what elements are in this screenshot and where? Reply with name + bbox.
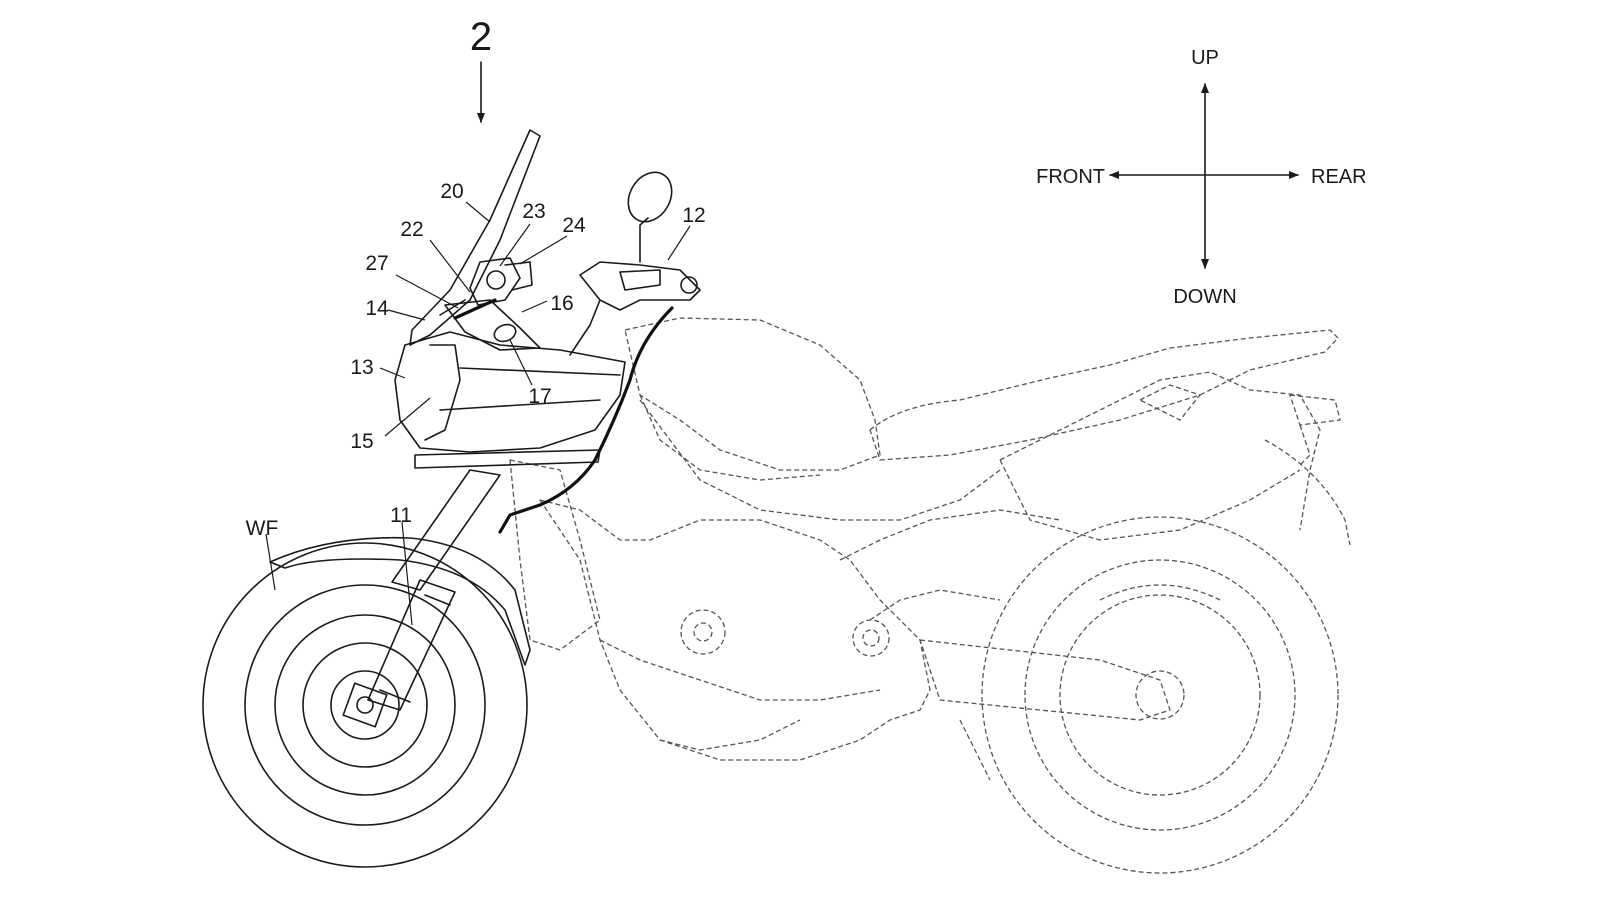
numeral-23: 23 <box>522 200 545 223</box>
numeral-12: 12 <box>682 204 705 227</box>
numeral-27: 27 <box>365 252 388 275</box>
rear-wheel <box>981 516 1339 874</box>
screen-adjuster-mechanism <box>439 257 541 351</box>
windscreen <box>409 129 541 346</box>
direction-front-label: FRONT <box>1036 166 1105 188</box>
view-label: 2 <box>470 15 492 59</box>
numeral-wf: WF <box>246 517 279 540</box>
direction-down-label: DOWN <box>1173 286 1236 308</box>
leader-lines <box>265 201 691 626</box>
reference-numerals: 20 22 23 24 12 27 14 16 13 17 15 11 WF <box>246 180 706 540</box>
wire-harness <box>498 306 674 534</box>
numeral-14: 14 <box>365 297 389 320</box>
direction-indicator: UP DOWN FRONT REAR <box>1036 47 1366 308</box>
direction-up-label: UP <box>1191 47 1219 69</box>
view-arrow: 2 <box>470 15 492 123</box>
numeral-22: 22 <box>400 218 423 241</box>
direction-rear-label: REAR <box>1311 166 1367 188</box>
numeral-13: 13 <box>350 356 373 379</box>
numeral-20: 20 <box>440 180 463 203</box>
numeral-24: 24 <box>562 214 586 237</box>
front-fender <box>269 536 531 666</box>
numeral-17: 17 <box>528 385 551 408</box>
handlebar-and-mirror <box>569 171 701 356</box>
numeral-11: 11 <box>390 504 412 527</box>
front-wheel <box>202 542 528 868</box>
motorcycle-rear-body <box>509 317 1351 781</box>
numeral-15: 15 <box>350 430 373 453</box>
front-fork <box>367 469 501 711</box>
numeral-16: 16 <box>550 292 573 315</box>
front-cowl <box>394 331 626 469</box>
